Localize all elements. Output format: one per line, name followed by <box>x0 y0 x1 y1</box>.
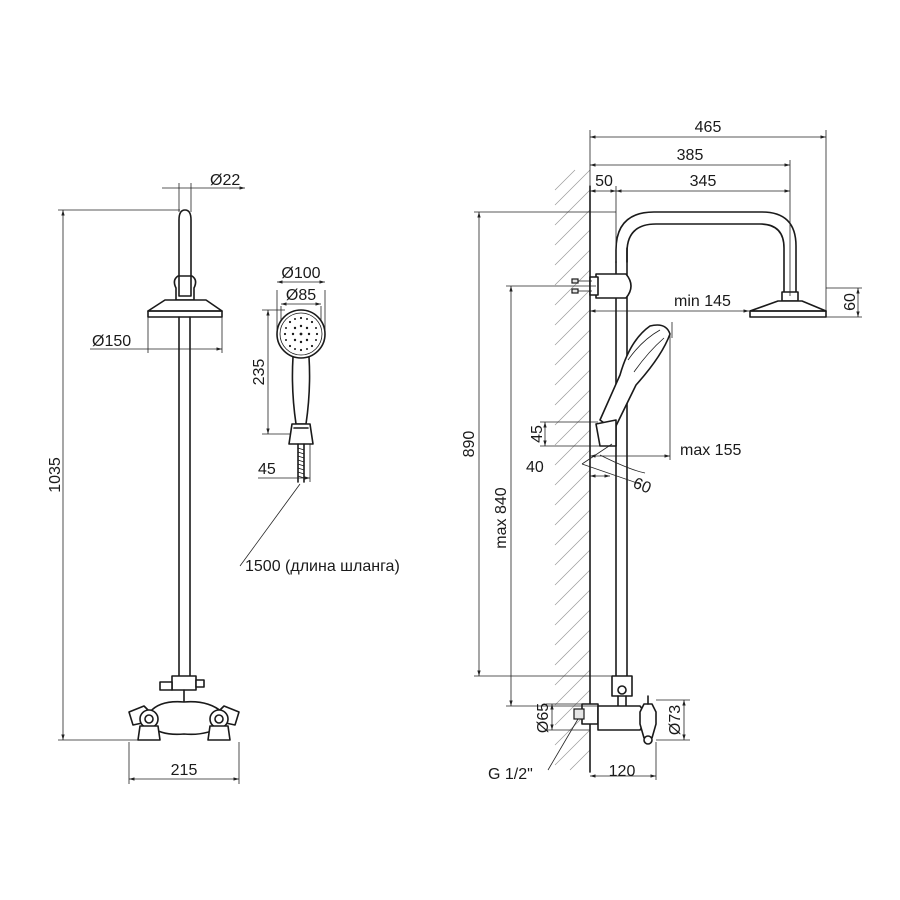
wall-hatching <box>554 169 591 771</box>
dim-hand-diameter-100: Ø100 <box>281 265 320 282</box>
dim-hand-width-45: 45 <box>258 461 276 478</box>
side-view: 465 385 50 345 min 145 60 890 max 840 <box>461 119 862 783</box>
front-left-handle <box>128 705 161 741</box>
dim-side-diameter-65: Ø65 <box>535 703 552 733</box>
side-mixer-handle <box>639 703 657 739</box>
front-shower-head <box>147 299 223 312</box>
dim-side-offset-40: 40 <box>526 459 544 476</box>
front-diverter-stub <box>159 681 173 691</box>
dim-hand-diameter-85: Ø85 <box>286 287 316 304</box>
side-overhead-arm <box>615 211 797 293</box>
hand-shower-handle <box>291 356 311 425</box>
hand-shower-nozzles <box>283 316 319 352</box>
side-shower-head-plate <box>749 310 827 318</box>
side-wall-bracket <box>595 273 632 299</box>
side-slide-holder <box>595 419 617 447</box>
dim-side-width-465: 465 <box>695 119 722 136</box>
hand-shower-holder <box>288 423 314 445</box>
hand-shower-view: Ø100 Ø85 235 45 1500 (длина шланга) <box>239 265 400 575</box>
front-right-handle <box>207 705 240 741</box>
dim-side-max-840: max 840 <box>493 487 510 548</box>
side-hand-shower <box>599 324 671 431</box>
dim-side-min-145: min 145 <box>674 293 731 310</box>
thread-size-label: G 1/2" <box>488 766 533 783</box>
dim-front-diameter-22: Ø22 <box>210 172 240 189</box>
hose-length-label: 1500 (длина шланга) <box>245 558 400 575</box>
hand-shower-head-inner <box>279 312 323 356</box>
front-top-pipe <box>178 209 192 297</box>
dim-hand-height-235: 235 <box>251 359 268 386</box>
side-mixer-body <box>597 705 647 731</box>
dim-side-offset-50: 50 <box>595 173 613 190</box>
dim-side-height-60: 60 <box>842 293 859 311</box>
hand-shower-hose <box>297 443 305 483</box>
dim-side-holder-45: 45 <box>529 425 546 443</box>
dim-front-width-215: 215 <box>171 762 198 779</box>
front-swivel-joint <box>173 275 197 301</box>
dim-side-max-155: max 155 <box>680 442 741 459</box>
dim-side-diameter-73: Ø73 <box>667 705 684 735</box>
dim-side-depth-120: 120 <box>609 763 636 780</box>
dim-side-width-385: 385 <box>677 147 704 164</box>
dim-front-diameter-150: Ø150 <box>92 333 131 350</box>
dim-side-arm-345: 345 <box>690 173 717 190</box>
front-diverter <box>171 675 197 691</box>
front-diverter-knob <box>195 679 205 688</box>
front-view: Ø22 Ø150 1035 215 <box>47 172 245 784</box>
dim-side-angle-60: 60 <box>631 475 654 497</box>
dim-side-height-890: 890 <box>461 431 478 458</box>
dim-front-height-1035: 1035 <box>47 457 64 493</box>
side-shower-head <box>749 300 827 312</box>
front-shower-head-plate <box>147 310 223 318</box>
